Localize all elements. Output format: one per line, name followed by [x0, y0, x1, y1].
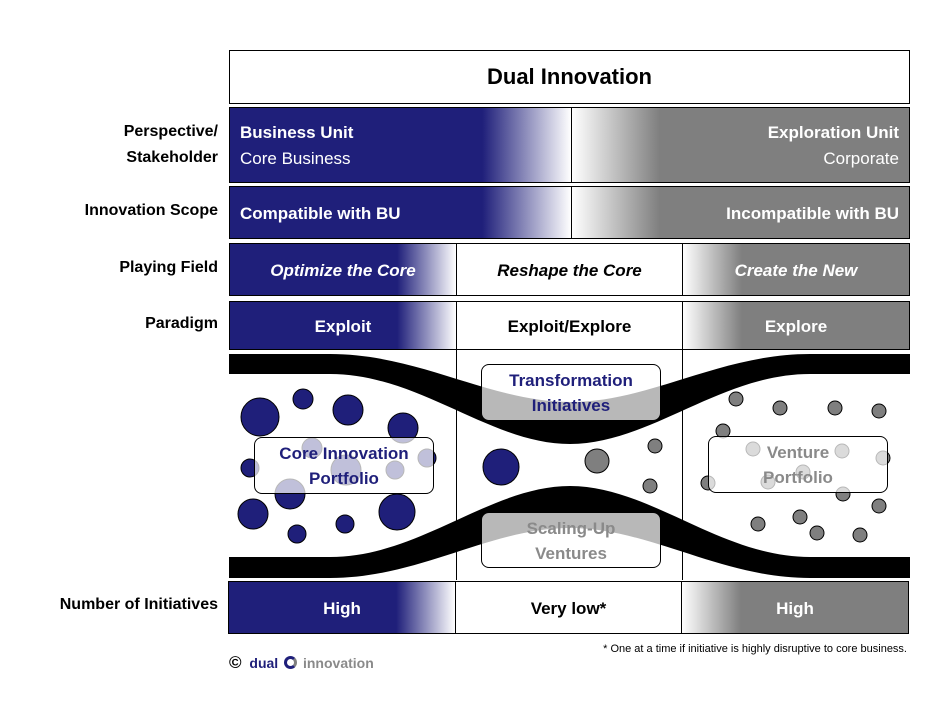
venture-line1: Venture — [766, 443, 830, 462]
scaling-dot — [584, 448, 610, 474]
playing-field-middle: Reshape the Core — [497, 261, 642, 280]
scaling-line2: Ventures — [535, 544, 607, 563]
core-dot — [287, 524, 307, 544]
scope-left: Compatible with BU — [240, 204, 401, 223]
core-portfolio-line2: Portfolio — [309, 469, 379, 488]
venture-dot — [871, 403, 887, 419]
venture-dot — [772, 400, 788, 416]
venture-dot — [750, 516, 766, 532]
initiatives-left: High — [323, 599, 361, 618]
venture-portfolio-box: Venture Portfolio — [708, 436, 888, 493]
transformation-initiatives-box: Transformation Initiatives — [481, 364, 661, 421]
core-dot — [332, 394, 364, 426]
row-label-initiatives: Number of Initiatives — [59, 596, 218, 613]
row-label-perspective: Perspective/ Stakeholder — [124, 119, 218, 171]
logo-word-dual: dual — [249, 655, 279, 671]
scaling-dot — [647, 438, 663, 454]
title-box: Dual Innovation — [229, 50, 910, 104]
core-dot — [335, 514, 355, 534]
paradigm-right-cell: Explore — [682, 301, 910, 350]
playing-field-right-cell: Create the New — [682, 243, 910, 296]
core-dot — [240, 397, 280, 437]
logo-word-innovation: innovation — [302, 655, 374, 671]
scope-right: Incompatible with BU — [726, 204, 899, 223]
initiatives-middle: Very low* — [530, 599, 607, 618]
row-label-scope: Innovation Scope — [84, 202, 218, 219]
dual-innovation-logo: © dual innovation — [229, 653, 374, 675]
perspective-right-title: Exploration Unit — [767, 123, 899, 142]
playing-field-left: Optimize the Core — [270, 261, 416, 280]
core-innovation-portfolio-box: Core Innovation Portfolio — [254, 437, 434, 494]
transform-line2: Initiatives — [531, 396, 611, 415]
logo-swirl-icon — [284, 656, 298, 669]
perspective-left-title: Business Unit — [240, 123, 354, 142]
row-label-playing-field: Playing Field — [119, 259, 218, 276]
row-label-paradigm: Paradigm — [145, 315, 218, 332]
paradigm-left: Exploit — [314, 317, 372, 336]
perspective-right-sub: Corporate — [823, 149, 899, 168]
venture-dot — [792, 509, 808, 525]
core-dot — [292, 388, 314, 410]
scaling-line1: Scaling-Up — [526, 519, 616, 538]
perspective-right-cell: Exploration Unit Corporate — [571, 107, 910, 183]
perspective-left-sub: Core Business — [240, 149, 351, 168]
title: Dual Innovation — [487, 64, 652, 89]
venture-line2: Portfolio — [763, 468, 833, 487]
core-dot — [237, 498, 269, 530]
transform-dot — [482, 448, 520, 486]
playing-field-right: Create the New — [734, 261, 858, 280]
footnote: * One at a time if initiative is highly … — [603, 643, 907, 655]
core-portfolio-line1: Core Innovation — [279, 444, 409, 463]
scope-right-cell: Incompatible with BU — [571, 186, 910, 239]
venture-dot — [728, 391, 744, 407]
scaling-up-ventures-box: Scaling-Up Ventures — [481, 512, 661, 568]
paradigm-middle: Exploit/Explore — [507, 317, 632, 336]
funnel-top-band — [229, 354, 910, 444]
funnel-bottom-band — [229, 486, 910, 578]
row-label-perspective-line2: Stakeholder — [126, 149, 218, 166]
playing-field-left-cell: Optimize the Core — [229, 243, 457, 296]
venture-dot — [852, 527, 868, 543]
core-dot — [378, 493, 416, 531]
venture-dot — [871, 498, 887, 514]
initiatives-middle-cell: Very low* — [455, 581, 682, 634]
perspective-left-cell: Business Unit Core Business — [229, 107, 572, 183]
paradigm-right: Explore — [764, 317, 828, 336]
initiatives-right: High — [776, 599, 814, 618]
transform-line1: Transformation — [509, 371, 633, 390]
scaling-dot — [642, 478, 658, 494]
initiatives-left-cell: High — [228, 581, 456, 634]
copyright-symbol: © — [229, 653, 242, 672]
initiatives-right-cell: High — [681, 581, 909, 634]
row-label-perspective-line1: Perspective/ — [123, 123, 218, 140]
venture-dot — [827, 400, 843, 416]
venture-dot — [809, 525, 825, 541]
scope-left-cell: Compatible with BU — [229, 186, 572, 239]
